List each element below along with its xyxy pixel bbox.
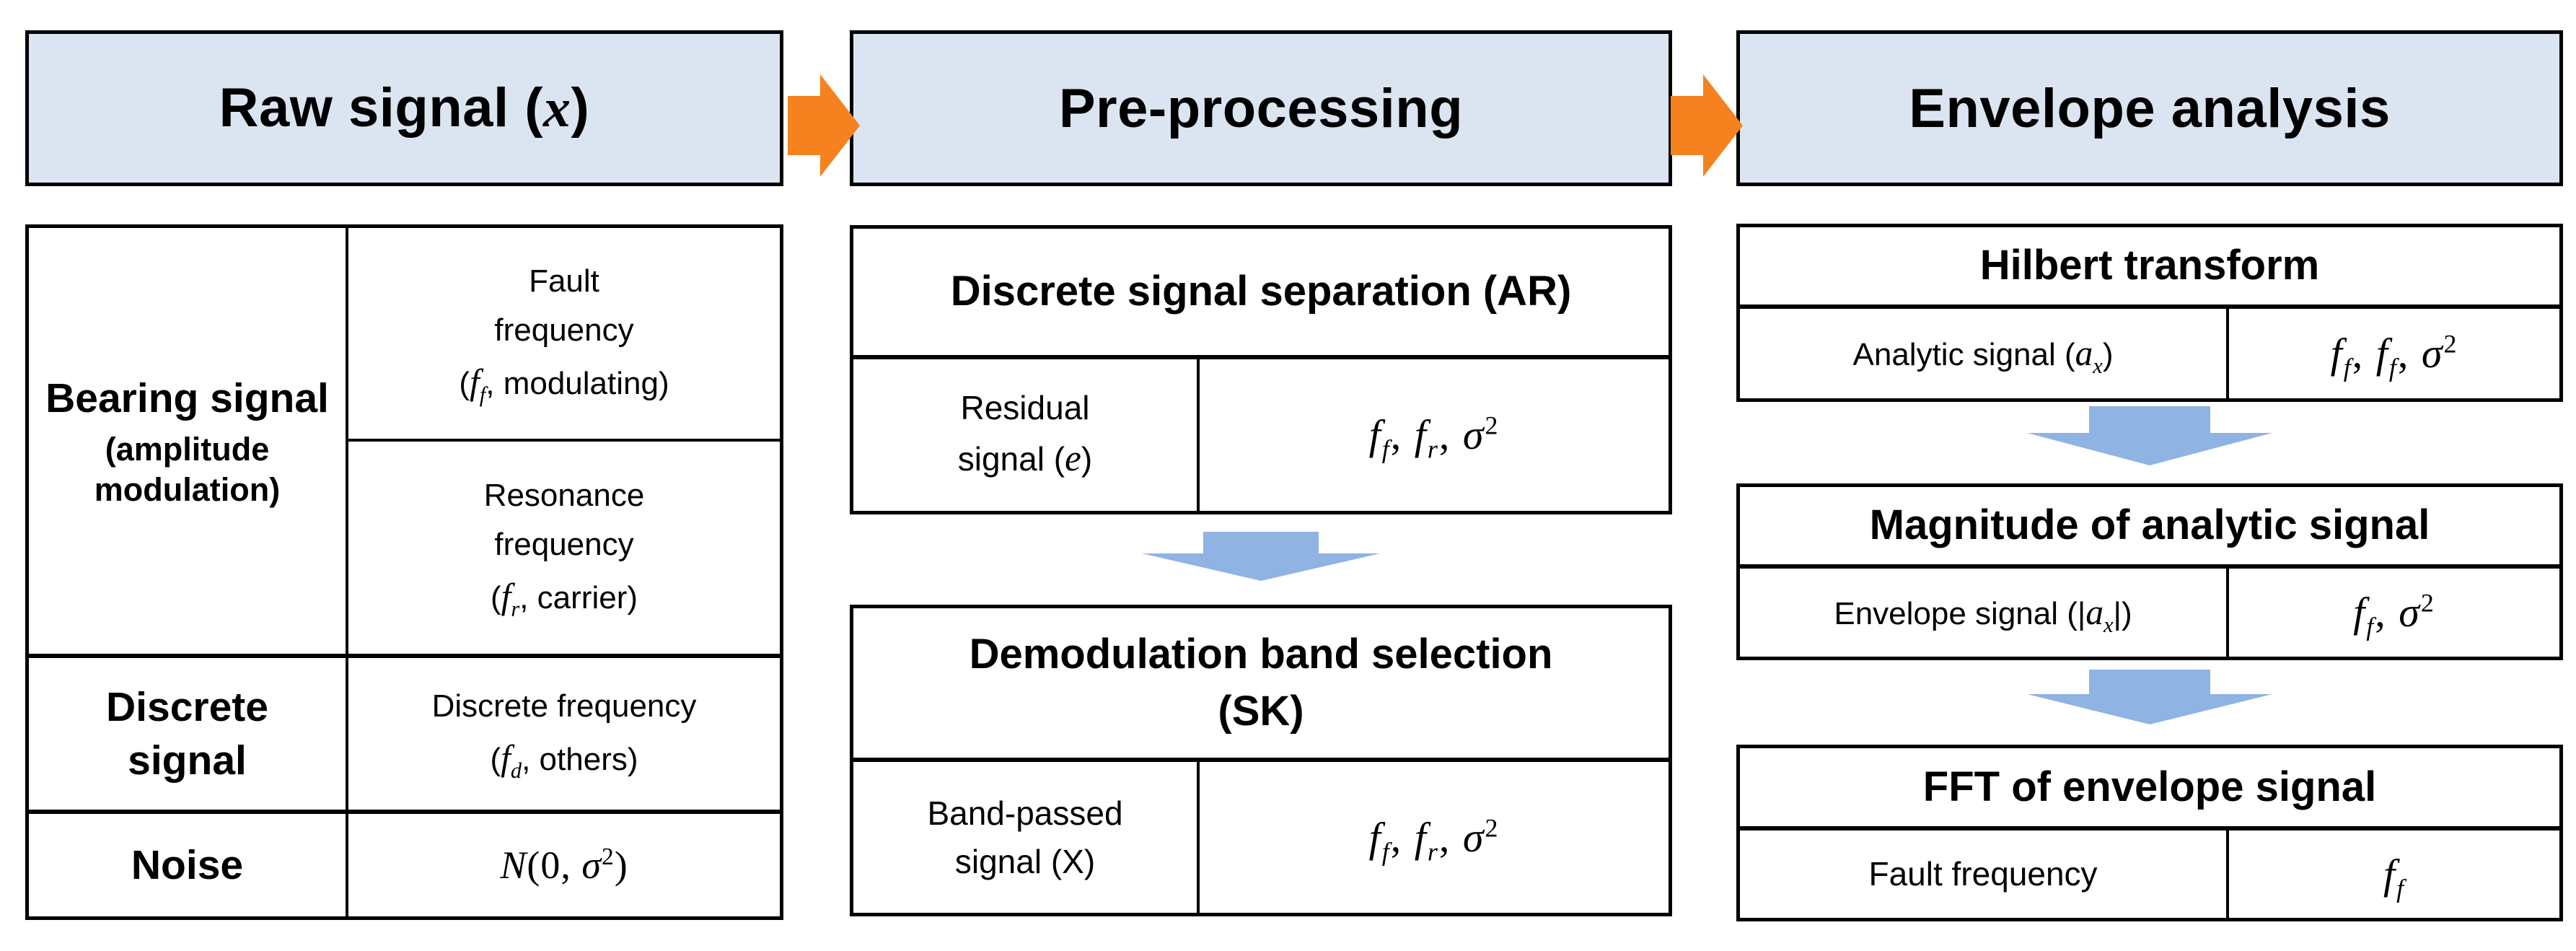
- ar-title-cell: Discrete signal separation (AR): [853, 229, 1669, 359]
- discrete-frequency-cell: Discrete frequency(fd, others): [348, 658, 780, 814]
- analytic-signal-cell: Analytic signal (ax): [1740, 309, 2229, 398]
- down-arrow-icon: [2027, 670, 2272, 724]
- magnitude-title-cell: Magnitude of analytic signal: [1740, 487, 2559, 569]
- amplitude-modulation-label: (amplitude modulation): [94, 430, 281, 509]
- header-raw-signal: Raw signal (x): [25, 30, 783, 186]
- magnitude-analytic-signal-box: Magnitude of analytic signal Envelope si…: [1736, 483, 2563, 660]
- down-arrow-icon: [2027, 406, 2272, 465]
- right-arrow-icon: [788, 74, 860, 177]
- header-pre-processing: Pre-processing: [850, 30, 1672, 186]
- magnitude-params-cell: ff, σ2: [2353, 588, 2435, 641]
- down-arrow-icon: [1142, 532, 1380, 581]
- right-arrow-icon: [1671, 74, 1743, 177]
- noise-cell: Noise: [29, 814, 348, 916]
- sk-title-cell: Demodulation band selection(SK): [853, 608, 1669, 762]
- noise-distribution-cell: N(0, σ2): [500, 843, 628, 887]
- envelope-signal-cell: Envelope signal (|ax|): [1740, 569, 2229, 657]
- bearing-signal-label: Bearing signal: [45, 374, 329, 421]
- fft-title-cell: FFT of envelope signal: [1740, 748, 2559, 831]
- raw-signal-table: Bearing signal (amplitude modulation) Fa…: [25, 224, 783, 920]
- hilbert-params-cell: ff, ff, σ2: [2330, 329, 2458, 382]
- discrete-signal-separation-box: Discrete signal separation (AR) Residual…: [850, 225, 1672, 514]
- header-pre-processing-label: Pre-processing: [1058, 77, 1464, 139]
- hilbert-transform-box: Hilbert transform Analytic signal (ax) f…: [1736, 224, 2563, 402]
- demodulation-band-selection-box: Demodulation band selection(SK) Band-pas…: [850, 605, 1672, 916]
- fault-frequency-result-cell: Fault frequency: [1740, 831, 2229, 918]
- fft-params-cell: ff: [2383, 850, 2406, 903]
- bearing-signal-cell: Bearing signal (amplitude modulation): [29, 228, 348, 658]
- header-raw-signal-label: Raw signal (x): [219, 77, 590, 139]
- fft-envelope-signal-box: FFT of envelope signal Fault frequency f…: [1736, 745, 2563, 921]
- ar-params-cell: ff, fr, σ2: [1368, 411, 1500, 464]
- hilbert-title-cell: Hilbert transform: [1740, 227, 2559, 309]
- header-envelope-analysis: Envelope analysis: [1736, 30, 2563, 186]
- header-envelope-analysis-label: Envelope analysis: [1909, 77, 2391, 139]
- sk-params-cell: ff, fr, σ2: [1368, 813, 1500, 867]
